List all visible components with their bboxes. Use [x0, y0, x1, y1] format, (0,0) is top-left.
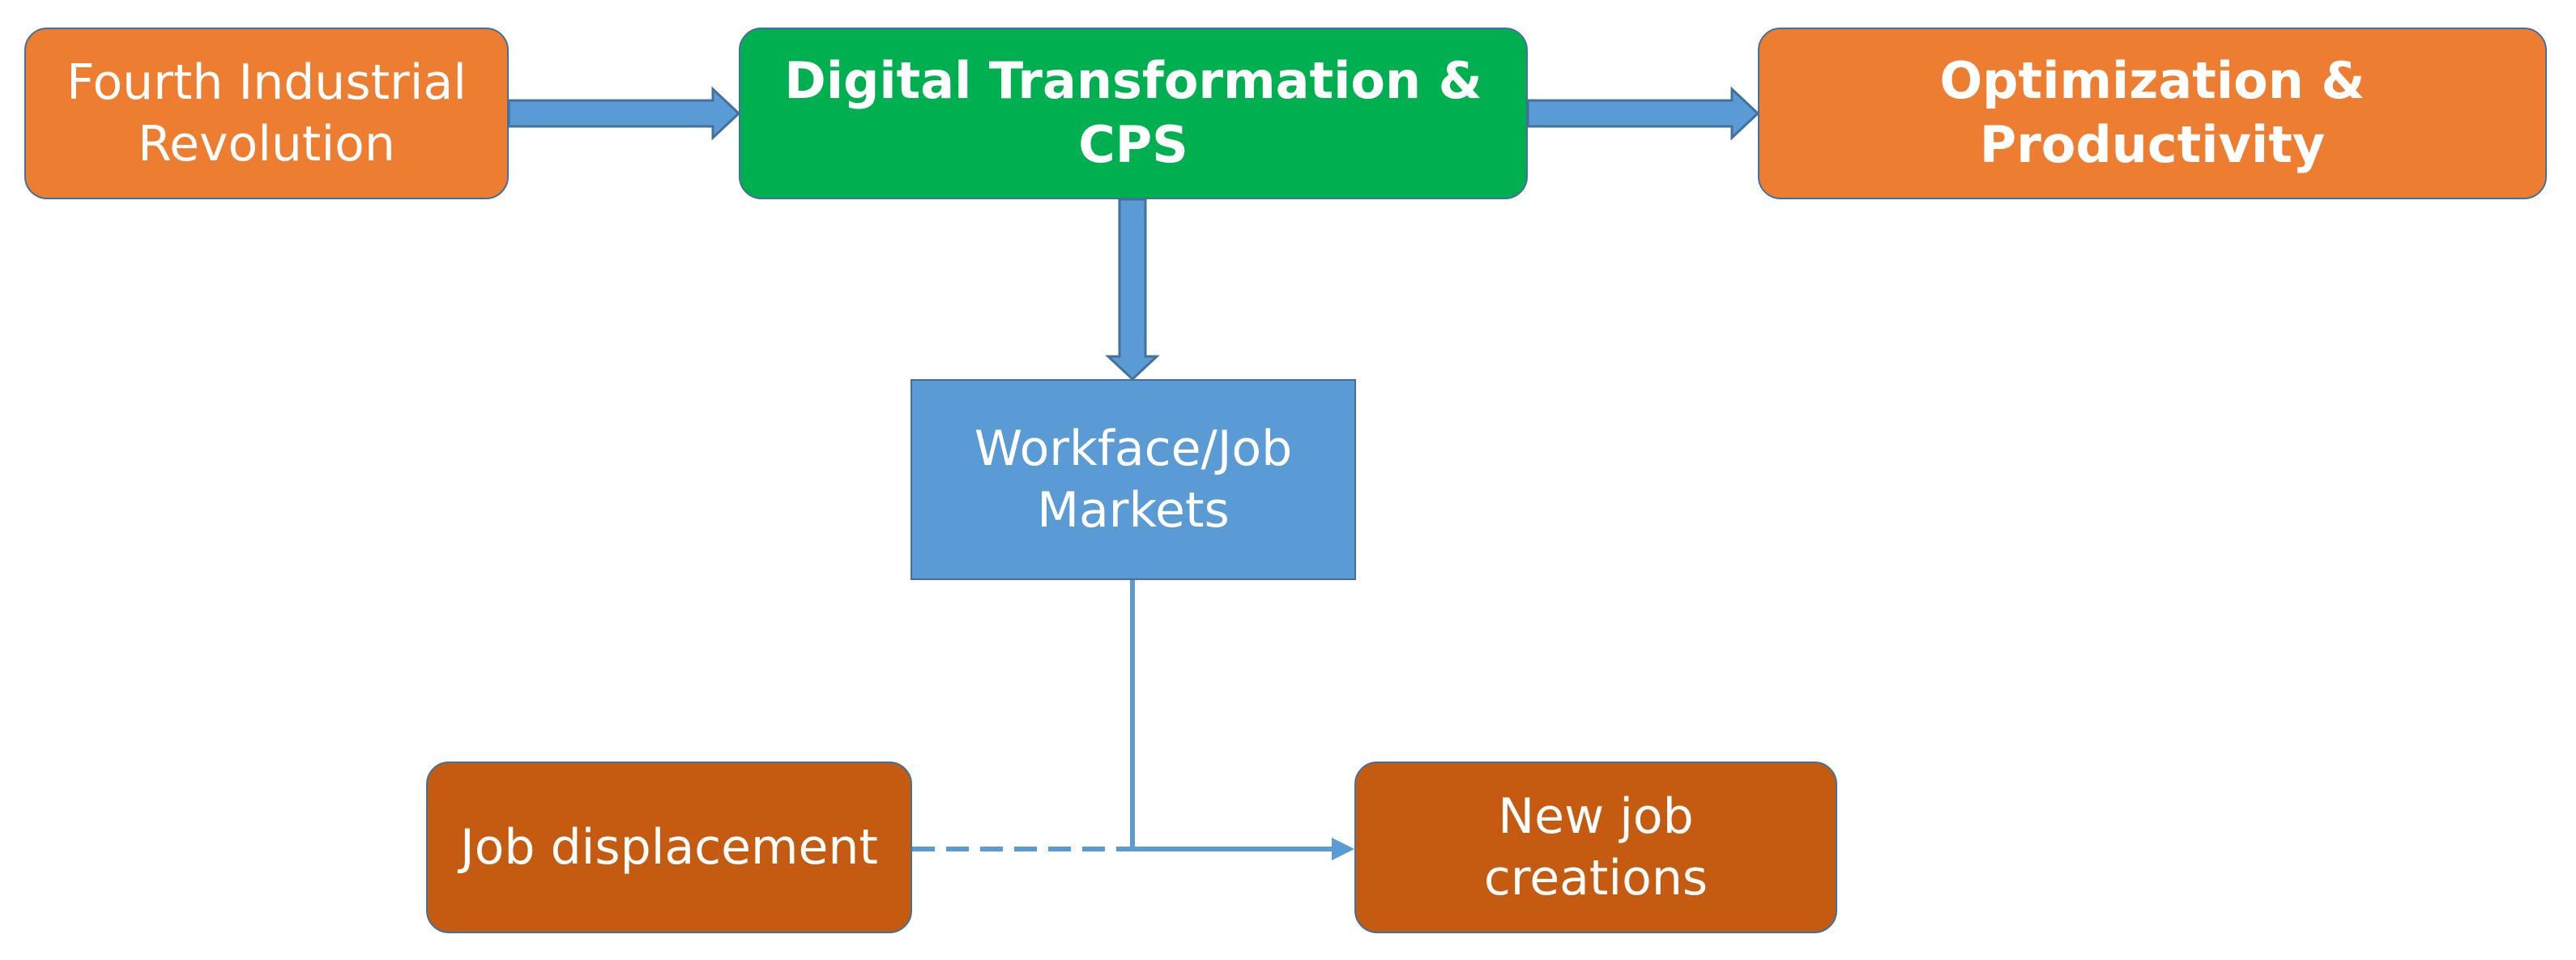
node-digital-label: Digital Transformation & CPS: [784, 51, 1482, 174]
node-workforce-job-markets: Workface/Job Markets: [911, 379, 1356, 580]
node-workforce-line-2: Markets: [1037, 482, 1230, 539]
node-newjob-line-1: New job: [1498, 787, 1694, 845]
node-displacement-label: Job displacement: [460, 818, 878, 876]
node-optimization-label: Optimization & Productivity: [1939, 51, 2365, 174]
arrow-digital-to-optimization: [1526, 86, 1760, 141]
arrow-fourth-to-digital: [507, 86, 741, 141]
node-job-displacement: Job displacement: [426, 762, 912, 933]
node-fourth-industrial-revolution: Fourth Industrial Revolution: [24, 28, 509, 199]
connector-workforce-to-newjob: [1130, 580, 1332, 851]
node-digital-transformation: Digital Transformation & CPS: [739, 28, 1528, 199]
arrow-digital-to-workforce: [1105, 198, 1160, 382]
node-workforce-line-1: Workface/Job: [974, 420, 1293, 477]
arrowhead-newjob: [1332, 838, 1354, 860]
node-newjob-line-2: creations: [1483, 850, 1708, 907]
node-fourth-line-2: Revolution: [138, 116, 395, 173]
node-optimization-productivity: Optimization & Productivity: [1758, 28, 2547, 199]
node-new-job-creations: New job creations: [1354, 762, 1837, 933]
node-fourth-line-1: Fourth Industrial: [66, 53, 467, 111]
